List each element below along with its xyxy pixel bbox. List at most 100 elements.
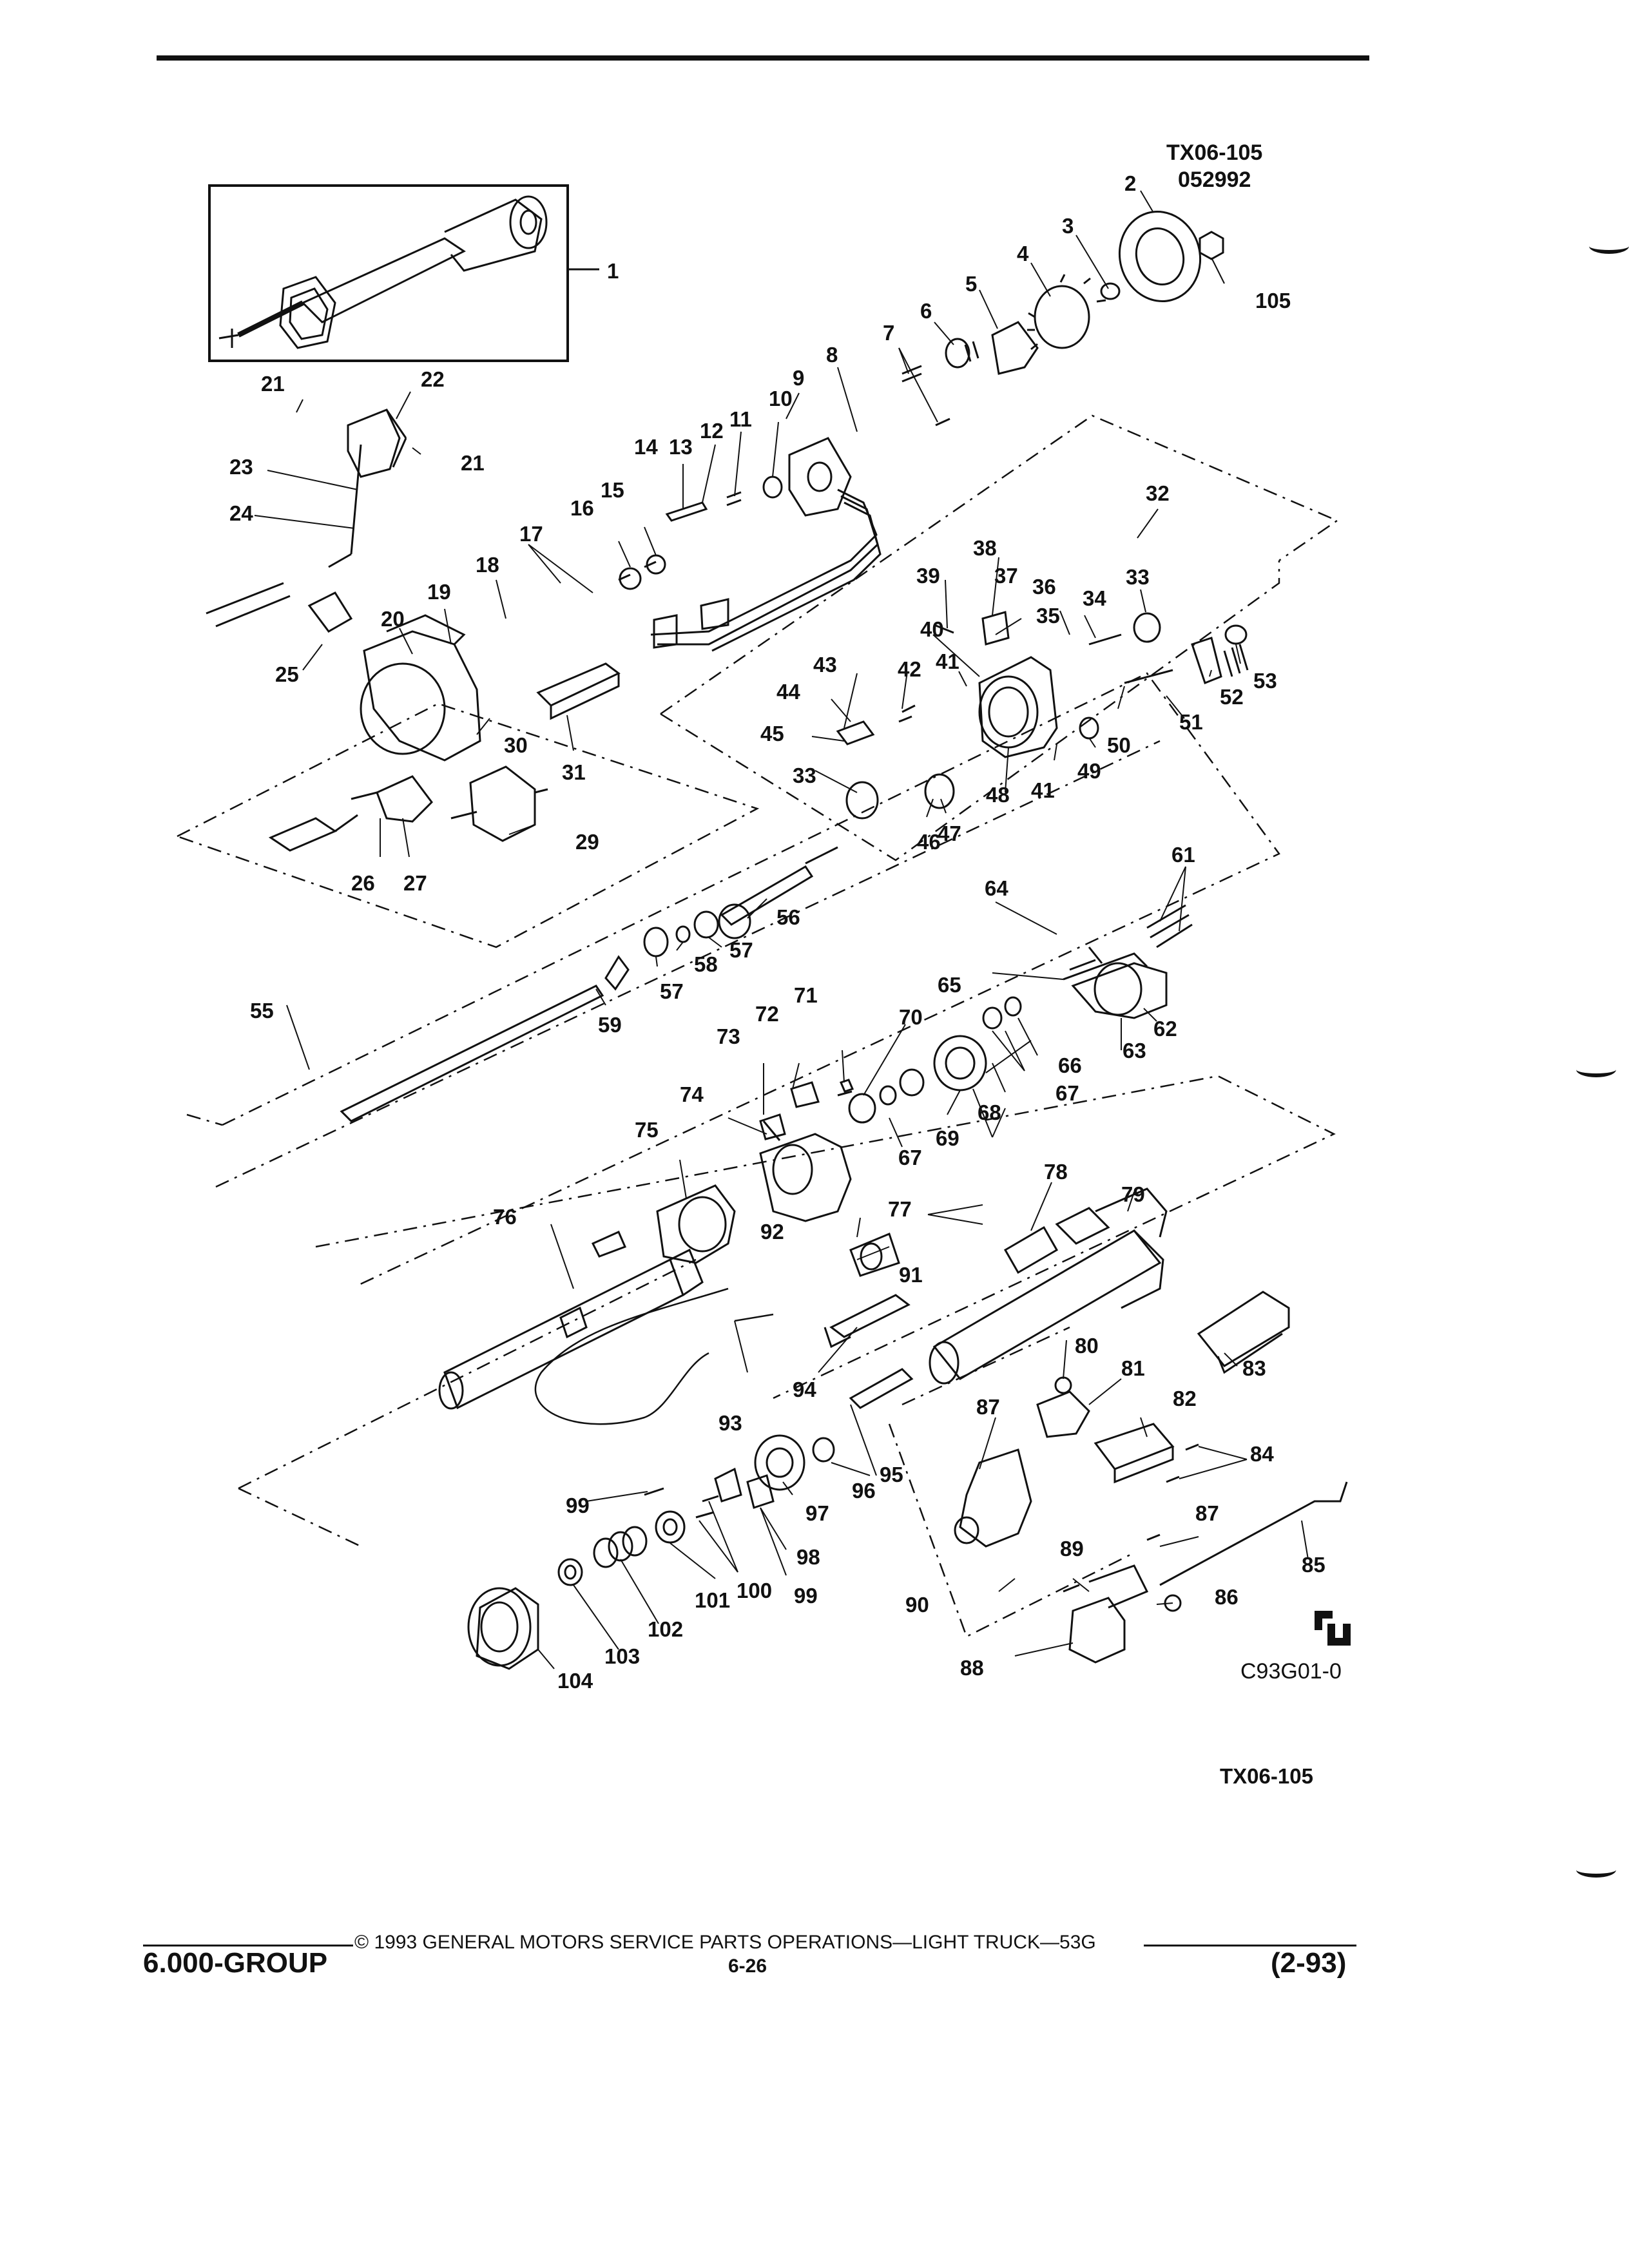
callout-95: 95 bbox=[880, 1463, 903, 1486]
callout-41: 41 bbox=[1031, 778, 1055, 802]
callout-36: 36 bbox=[1032, 575, 1056, 599]
callout-99: 99 bbox=[566, 1494, 590, 1517]
callout-10: 10 bbox=[769, 387, 793, 410]
callout-24: 24 bbox=[229, 501, 253, 525]
callout-85: 85 bbox=[1302, 1553, 1325, 1577]
callout-42: 42 bbox=[898, 657, 921, 681]
callout-18: 18 bbox=[476, 553, 499, 577]
callout-105: 105 bbox=[1255, 289, 1291, 312]
steering-shaft-parts bbox=[340, 846, 838, 1122]
callout-68: 68 bbox=[978, 1100, 1001, 1124]
callout-92: 92 bbox=[760, 1220, 784, 1244]
callout-103: 103 bbox=[604, 1644, 640, 1668]
leader-lines bbox=[254, 190, 1309, 1669]
callout-65: 65 bbox=[938, 973, 961, 997]
callout-104: 104 bbox=[557, 1669, 593, 1693]
edge-mark bbox=[1589, 238, 1629, 254]
shift-linkage-parts bbox=[954, 1376, 1348, 1664]
callout-51: 51 bbox=[1179, 710, 1203, 734]
callout-75: 75 bbox=[635, 1118, 659, 1142]
callout-32: 32 bbox=[1146, 481, 1170, 505]
footer-rule-right bbox=[1144, 1945, 1356, 1946]
callout-72: 72 bbox=[755, 1002, 779, 1026]
callout-34: 34 bbox=[1083, 586, 1106, 610]
callout-1: 1 bbox=[607, 259, 619, 283]
inset-assembled-column bbox=[208, 184, 599, 362]
callout-61: 61 bbox=[1171, 843, 1195, 867]
group-box-switch-assembly bbox=[175, 702, 760, 948]
lock-housing-contents bbox=[836, 611, 1249, 820]
callout-46: 46 bbox=[917, 830, 941, 854]
edge-mark bbox=[1576, 1862, 1616, 1878]
callout-93: 93 bbox=[718, 1411, 742, 1435]
shift-indicator-parts bbox=[714, 1232, 914, 1509]
callout-100: 100 bbox=[737, 1579, 772, 1602]
callout-17: 17 bbox=[519, 522, 543, 546]
callout-3: 3 bbox=[1062, 214, 1074, 238]
callout-53: 53 bbox=[1253, 669, 1277, 693]
callout-70: 70 bbox=[899, 1005, 923, 1029]
callout-79: 79 bbox=[1121, 1182, 1145, 1206]
callout-8: 8 bbox=[826, 343, 838, 367]
callout-44: 44 bbox=[776, 680, 800, 704]
callout-6: 6 bbox=[920, 299, 932, 323]
lower-bearing-parts bbox=[467, 1487, 719, 1670]
turn-signal-housing bbox=[206, 408, 621, 852]
callout-41: 41 bbox=[936, 649, 959, 673]
callout-98: 98 bbox=[796, 1545, 820, 1569]
callout-14: 14 bbox=[634, 435, 658, 459]
callout-37: 37 bbox=[994, 564, 1018, 588]
upper-column-parts bbox=[901, 211, 1224, 427]
footer-copyright: © 1993 GENERAL MOTORS SERVICE PARTS OPER… bbox=[354, 1932, 1096, 1953]
callout-50: 50 bbox=[1107, 733, 1131, 757]
group-box-housing bbox=[315, 1075, 1336, 1399]
callout-43: 43 bbox=[813, 653, 837, 677]
callout-102: 102 bbox=[648, 1617, 683, 1641]
callout-77: 77 bbox=[888, 1197, 912, 1221]
callout-35: 35 bbox=[1036, 604, 1060, 628]
callout-63: 63 bbox=[1123, 1039, 1146, 1062]
callout-81: 81 bbox=[1121, 1356, 1145, 1380]
callout-9: 9 bbox=[793, 366, 804, 390]
tilt-pivot-assembly bbox=[656, 904, 1193, 1264]
callout-13: 13 bbox=[669, 435, 693, 459]
callout-48: 48 bbox=[986, 783, 1010, 807]
callout-2: 2 bbox=[1124, 171, 1136, 195]
callout-25: 25 bbox=[275, 662, 299, 686]
callout-87: 87 bbox=[976, 1395, 1000, 1419]
callout-23: 23 bbox=[229, 455, 253, 479]
callout-22: 22 bbox=[421, 367, 445, 391]
callout-90: 90 bbox=[905, 1593, 929, 1617]
callout-38: 38 bbox=[973, 536, 997, 560]
callout-5: 5 bbox=[965, 272, 977, 296]
callout-59: 59 bbox=[598, 1013, 622, 1037]
column-tube-and-housing bbox=[438, 1187, 1290, 1410]
callout-87: 87 bbox=[1195, 1501, 1219, 1525]
callout-66: 66 bbox=[1058, 1053, 1082, 1077]
callout-33: 33 bbox=[793, 764, 816, 787]
callout-97: 97 bbox=[805, 1501, 829, 1525]
figure-code: TX06-105 bbox=[1166, 140, 1262, 165]
callout-76: 76 bbox=[493, 1205, 517, 1229]
callout-83: 83 bbox=[1242, 1356, 1266, 1380]
group-box-tilt-hardware bbox=[222, 672, 1280, 1287]
footer-rule-left bbox=[143, 1945, 353, 1946]
callout-11: 11 bbox=[729, 407, 752, 431]
callout-45: 45 bbox=[760, 722, 784, 745]
callout-15: 15 bbox=[601, 478, 624, 502]
callout-57: 57 bbox=[729, 938, 753, 962]
footer-revision-date: (2-93) bbox=[1271, 1947, 1347, 1979]
callout-39: 39 bbox=[916, 564, 940, 588]
group-box-lock-housing bbox=[660, 414, 1339, 715]
footer-group: 6.000-GROUP bbox=[143, 1947, 328, 1979]
callout-78: 78 bbox=[1044, 1160, 1068, 1184]
callout-26: 26 bbox=[351, 871, 375, 895]
callout-33: 33 bbox=[1126, 565, 1150, 589]
callout-55: 55 bbox=[250, 999, 274, 1023]
callout-19: 19 bbox=[427, 580, 451, 604]
callout-47: 47 bbox=[938, 822, 961, 845]
shift-indicator-cable bbox=[534, 1287, 729, 1425]
callout-labels: 1234567891011121314151617181920212122232… bbox=[229, 171, 1325, 1693]
